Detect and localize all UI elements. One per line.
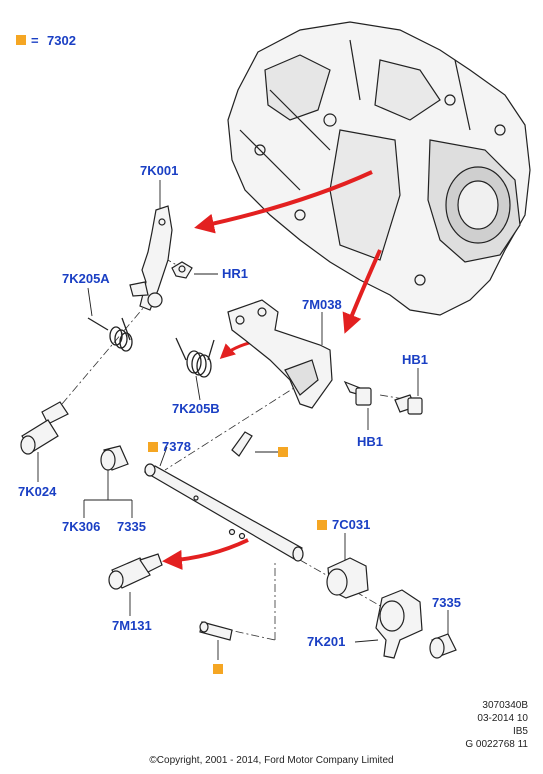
selector-7c031 (326, 557, 369, 599)
legend-equals: = (31, 33, 39, 48)
bushing-7k306 (100, 445, 129, 471)
spring-7k205b (175, 337, 215, 378)
red-arrows (162, 170, 382, 570)
label-7378: 7378 (162, 439, 191, 454)
label-7k024: 7K024 (18, 484, 57, 499)
label-7k205b: 7K205B (172, 401, 220, 416)
footer-line3: IB5 (512, 726, 528, 737)
bracket-7m038 (227, 299, 333, 409)
marker-pin-upper (278, 447, 288, 457)
marker-pin-lower (213, 664, 223, 674)
plunger-7k024 (20, 401, 69, 455)
marker-7378 (148, 442, 158, 452)
bolt-hb1-upper (394, 394, 423, 415)
sensor-7m131 (108, 553, 163, 590)
label-7k205a: 7K205A (62, 271, 110, 286)
footer-line2: 03-2014 10 (477, 713, 528, 724)
label-7m038: 7M038 (302, 297, 342, 312)
label-hb1-left: HB1 (357, 434, 384, 449)
marker-7c031 (317, 520, 327, 530)
legend-code: 7302 (47, 33, 76, 48)
transmission-housing (227, 21, 531, 316)
shaft-7378 (143, 463, 304, 562)
pin-upper (231, 431, 253, 457)
leader-lines (37, 180, 449, 660)
bolt-hb1-lower (343, 380, 372, 406)
bushing-7335 (429, 633, 457, 659)
clip-hr1 (171, 261, 193, 279)
finger-7k201 (375, 589, 423, 659)
pin-lower (199, 621, 233, 641)
label-7335-left: 7335 (117, 519, 146, 534)
label-7k001: 7K001 (140, 163, 179, 178)
spring-7k205a (87, 317, 133, 352)
footer-codes: 3070340B 03-2014 10 IB5 G 0022768 11 (465, 699, 528, 751)
label-7c031: 7C031 (332, 517, 371, 532)
label-7335-right: 7335 (432, 595, 461, 610)
label-7k201: 7K201 (307, 634, 346, 649)
label-7m131: 7M131 (112, 618, 152, 633)
label-hb1-right: HB1 (402, 352, 429, 367)
bracket-7k001 (129, 205, 173, 311)
label-hr1: HR1 (222, 266, 249, 281)
label-7k306: 7K306 (62, 519, 101, 534)
copyright: ©Copyright, 2001 - 2014, Ford Motor Comp… (149, 755, 394, 766)
footer-line1: 3070340B (482, 700, 528, 711)
legend-marker (16, 35, 26, 45)
footer-line4: G 0022768 11 (465, 739, 528, 750)
